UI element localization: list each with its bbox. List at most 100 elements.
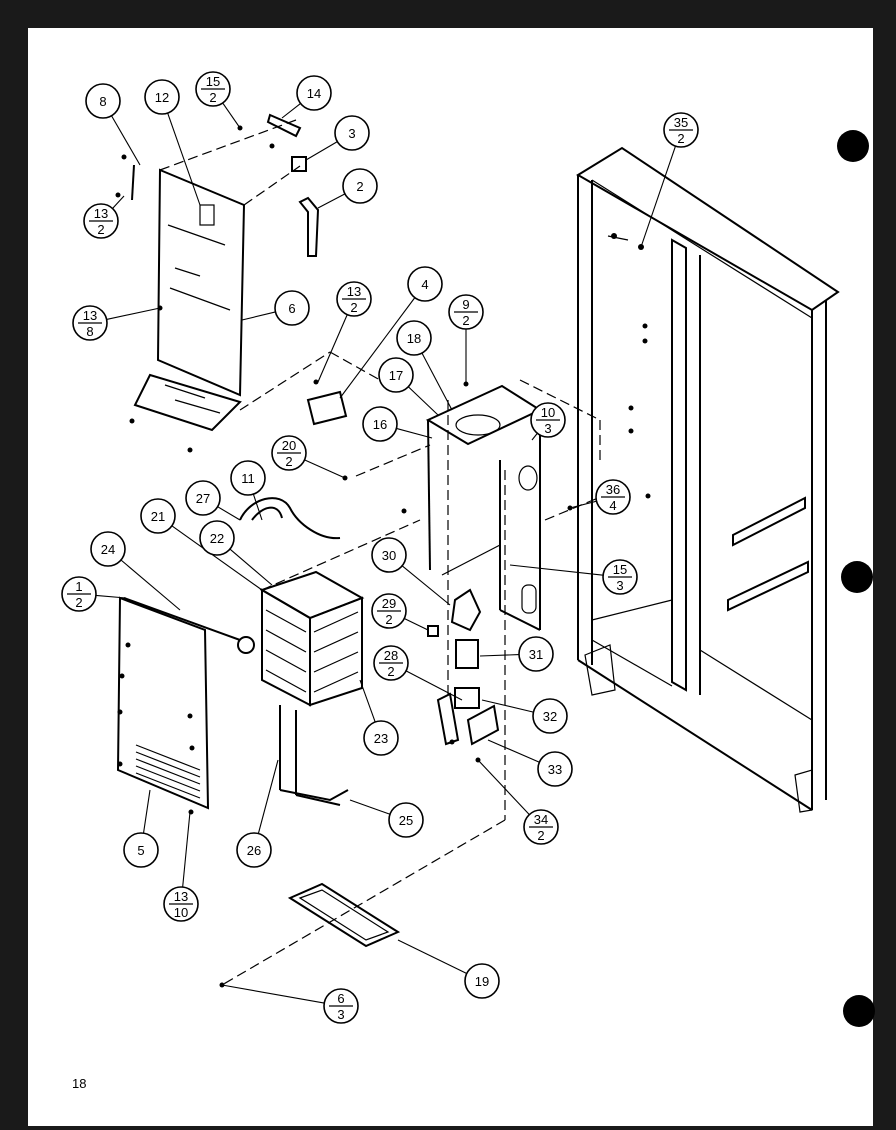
- callout-number: 15: [206, 74, 220, 89]
- callout-6: 6: [241, 290, 310, 326]
- callout-circle: [532, 698, 568, 734]
- callout-leader: [252, 493, 263, 521]
- callout-circle: [342, 168, 378, 204]
- callout-number: 9: [462, 297, 469, 312]
- callout-circle: [274, 290, 310, 326]
- callout-4: 4: [339, 266, 443, 399]
- callout-number: 12: [155, 90, 169, 105]
- callout-leader: [305, 141, 338, 161]
- callout-quantity: 2: [387, 664, 394, 679]
- callout-leader: [304, 459, 346, 479]
- callout-circle: [296, 75, 332, 111]
- callout-leader: [317, 193, 346, 209]
- callout-circle: [388, 802, 424, 838]
- callout-leader: [241, 311, 276, 321]
- callout-number: 26: [247, 843, 261, 858]
- callout-circle: [334, 115, 370, 151]
- callout-number: 6: [288, 301, 295, 316]
- callout-number: 18: [407, 331, 421, 346]
- callout-33: 33: [487, 739, 573, 787]
- callout-circle: [199, 520, 235, 556]
- callout-24: 24: [90, 531, 181, 611]
- callout-leader: [404, 617, 429, 631]
- callout-quantity: 2: [462, 313, 469, 328]
- callout-3: 3: [305, 115, 370, 161]
- callout-number: 21: [151, 509, 165, 524]
- evaporator-cover-panel: [131, 164, 246, 432]
- diagram-sheet: [28, 28, 873, 1126]
- callout-number: 13: [174, 889, 188, 904]
- callout-number: 13: [83, 308, 97, 323]
- callout-35-2: 352: [640, 112, 699, 248]
- callout-number: 1: [75, 579, 82, 594]
- callout-quantity: 2: [677, 131, 684, 146]
- callout-number: 22: [210, 531, 224, 546]
- callout-leader: [112, 195, 125, 209]
- callout-1-2: 12: [61, 576, 127, 612]
- callout-number: 36: [606, 482, 620, 497]
- callout-leader: [509, 564, 604, 576]
- callout-leader: [95, 594, 127, 599]
- callout-number: 31: [529, 647, 543, 662]
- callout-25: 25: [349, 799, 424, 838]
- callout-30: 30: [371, 537, 451, 606]
- callout-circle: [464, 963, 500, 999]
- small-parts-top: [266, 113, 348, 426]
- callout-number: 16: [373, 417, 387, 432]
- callout-number: 15: [613, 562, 627, 577]
- screws: [115, 125, 644, 988]
- callout-19: 19: [397, 939, 500, 999]
- callout-circle: [363, 720, 399, 756]
- callout-leader: [421, 352, 453, 411]
- callout-circle: [185, 480, 221, 516]
- callout-quantity: 3: [616, 578, 623, 593]
- callout-number: 27: [196, 491, 210, 506]
- callout-quantity: 2: [285, 454, 292, 469]
- callout-circle: [396, 320, 432, 356]
- callout-circle: [371, 537, 407, 573]
- callout-8: 8: [85, 83, 141, 166]
- callout-leader: [222, 102, 241, 129]
- callout-leader: [349, 799, 391, 815]
- callout-number: 11: [241, 471, 255, 486]
- callout-leader: [359, 679, 376, 723]
- callout-quantity: 8: [86, 324, 93, 339]
- callout-32: 32: [481, 698, 568, 734]
- assembly-lines: [159, 119, 601, 986]
- callout-number: 13: [347, 284, 361, 299]
- callout-number: 8: [99, 94, 106, 109]
- callout-16: 16: [362, 406, 433, 442]
- callout-leader: [477, 759, 530, 815]
- callout-12: 12: [144, 79, 201, 206]
- callout-circle: [85, 83, 121, 119]
- callout-leader: [171, 525, 263, 591]
- callout-number: 3: [348, 126, 355, 141]
- callout-2: 2: [317, 168, 378, 209]
- callout-circle: [362, 406, 398, 442]
- callout-leader: [396, 427, 433, 439]
- callout-circle: [230, 460, 266, 496]
- callout-13-8: 138: [72, 305, 161, 341]
- callout-number: 10: [541, 405, 555, 420]
- drain-trough: [287, 882, 401, 948]
- callout-circle: [90, 531, 126, 567]
- callout-29-2: 292: [371, 593, 429, 631]
- callout-leader: [531, 432, 538, 441]
- callout-quantity: 2: [97, 222, 104, 237]
- callout-leader: [481, 699, 534, 713]
- callout-leader: [479, 654, 520, 657]
- callout-number: 32: [543, 709, 557, 724]
- callout-9-2: 92: [448, 294, 484, 384]
- lower-grille-cover: [116, 596, 241, 810]
- callout-17: 17: [378, 357, 439, 416]
- callout-number: 5: [137, 843, 144, 858]
- callout-number: 14: [307, 86, 321, 101]
- callout-leader: [142, 789, 151, 834]
- callout-15-3: 153: [509, 559, 638, 595]
- callout-36-4: 364: [569, 479, 631, 515]
- callout-number: 23: [374, 731, 388, 746]
- callout-number: 20: [282, 438, 296, 453]
